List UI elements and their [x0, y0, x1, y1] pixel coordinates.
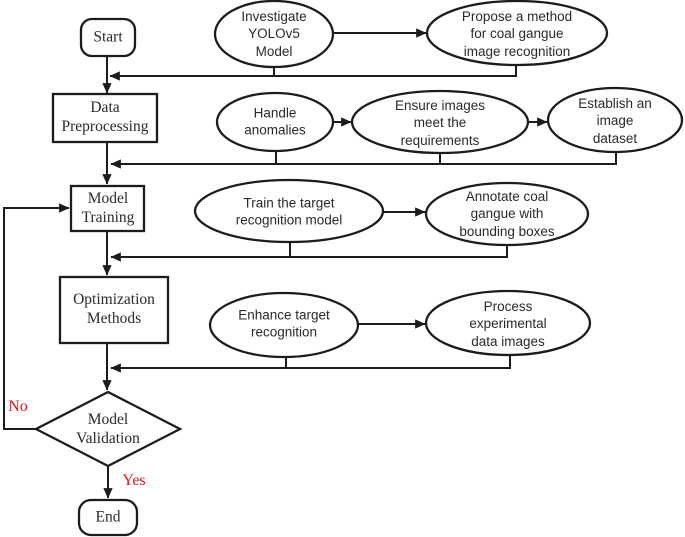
enhance-recognition-label: Enhance target recognition [238, 307, 330, 340]
handle-anomalies-ellipse [215, 91, 335, 153]
start-terminal-shape [79, 17, 137, 58]
enhance-recognition-ellipse [208, 291, 360, 359]
investigate-ellipse [213, 0, 335, 69]
model-training-label: Model Training [81, 190, 135, 226]
propose-ellipse [425, 0, 609, 67]
optimization-methods-label: Optimization Methods [73, 291, 155, 327]
connector-propose-return [109, 63, 517, 81]
establish-dataset-ellipse [546, 86, 684, 154]
end-label: End [95, 508, 121, 526]
connector-annotate-return [110, 243, 508, 262]
investigate-label: Investigate YOLOv5 Model [241, 9, 307, 59]
process-images-ellipse [424, 289, 592, 357]
connector-process-return [110, 353, 511, 373]
model-training-rect [69, 184, 146, 233]
annotate-gangue-label: Annotate coal gangue with bounding boxes [459, 189, 555, 239]
process-images-label: Process experimental data images [469, 299, 547, 349]
train-model-ellipse [193, 178, 385, 244]
start-label: Start [93, 28, 123, 46]
connector-establish-return [110, 150, 617, 169]
ensure-images-label: Ensure images meet the requirements [394, 98, 486, 148]
optimization-methods-rect [58, 275, 170, 345]
train-model-label: Train the target recognition model [235, 195, 343, 228]
establish-dataset-label: Establish an image dataset [578, 96, 652, 146]
end-terminal-shape [77, 498, 139, 537]
model-validation-diamond [33, 390, 183, 468]
no-branch-label: No [8, 398, 28, 415]
ensure-images-ellipse [350, 89, 530, 155]
handle-anomalies-label: Handle anomalies [244, 105, 306, 138]
data-preprocessing-rect [51, 92, 159, 144]
annotate-gangue-ellipse [424, 181, 590, 247]
data-preprocessing-label: Data Preprocessing [61, 99, 149, 135]
propose-label: Propose a method for coal gangue image r… [461, 9, 573, 59]
connector-no-loop-to-training [3, 203, 70, 430]
connectors [3, 28, 617, 499]
model-validation-label: Model Validation [76, 411, 140, 447]
yes-branch-label: Yes [122, 472, 146, 489]
node-shapes [33, 0, 684, 537]
